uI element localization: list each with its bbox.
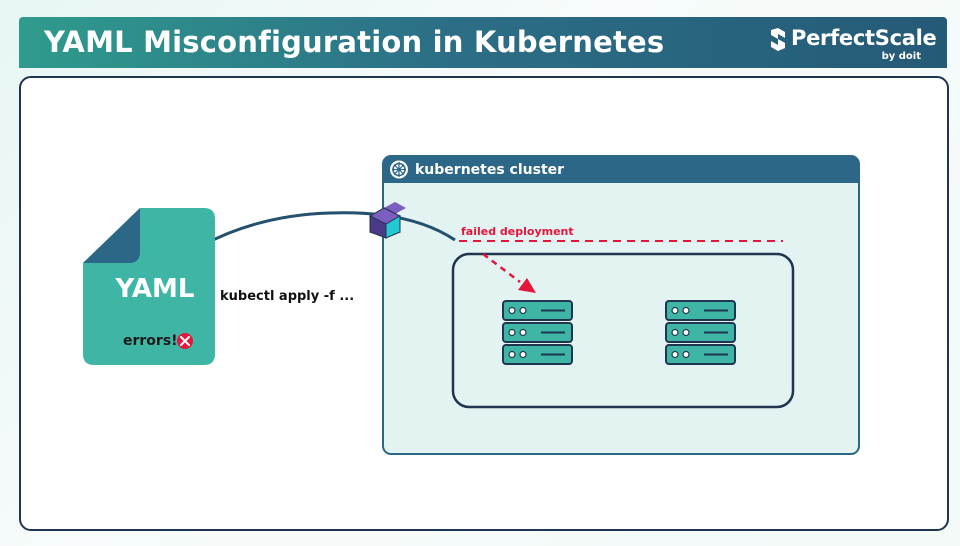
yaml-file-icon [83,208,215,365]
kubernetes-helm-icon [390,160,408,179]
api-cube-icon [368,202,406,239]
server-unit [502,300,573,321]
failed-deployment-arrow [482,253,536,293]
brand-subtitle: by doit [881,51,921,62]
yaml-file-label: YAML [115,274,195,304]
server-stack-right [665,300,736,365]
kubernetes-cluster-panel [382,155,860,455]
node-pool-box [451,252,795,409]
perfectscale-logo-icon [771,28,785,51]
apply-connection-line [202,211,456,247]
page-title: YAML Misconfiguration in Kubernetes [44,25,665,59]
brand-name: PerfectScale [791,26,937,50]
failed-deployment-label: failed deployment [461,225,574,238]
kubectl-command-label: kubectl apply -f ... [220,289,355,304]
server-unit [502,344,573,365]
server-unit [665,322,736,343]
server-unit [665,344,736,365]
cluster-header-bar [383,156,859,183]
cluster-label: kubernetes cluster [415,162,565,178]
header-banner: YAML Misconfiguration in Kubernetes Perf… [19,17,947,68]
server-stack-left [502,300,573,365]
brand-logo-block: PerfectScale by doit [769,25,937,63]
server-unit [502,322,573,343]
server-unit [665,300,736,321]
yaml-errors-label: errors! [123,333,178,349]
